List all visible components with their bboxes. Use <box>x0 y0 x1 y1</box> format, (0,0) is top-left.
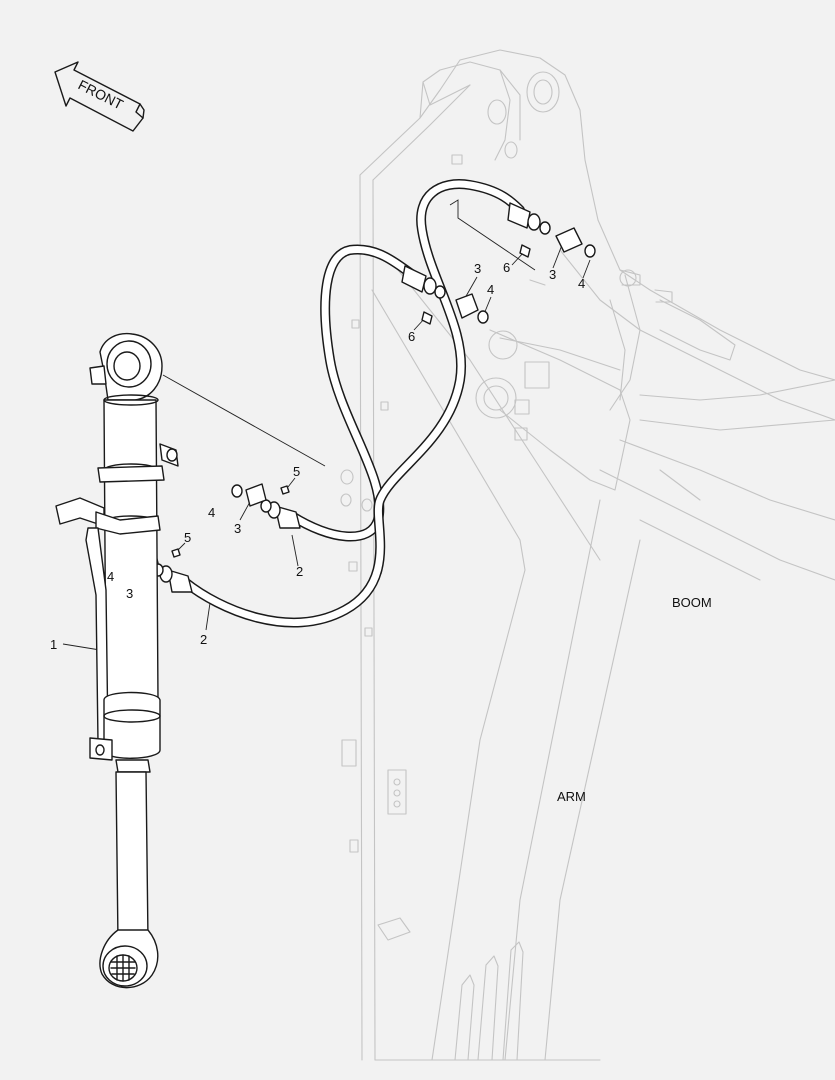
callout-3-cyl-upper: 3 <box>234 521 241 536</box>
callout-5-lower: 5 <box>184 530 191 545</box>
hose-assemblies <box>180 179 525 628</box>
front-direction-arrow: FRONT <box>54 61 145 132</box>
callout-3-arm-rear: 3 <box>549 267 556 282</box>
front-label: FRONT <box>76 76 127 112</box>
callout-2-lower: 2 <box>200 632 207 647</box>
callout-4-arm-front: 4 <box>487 282 494 297</box>
callout-6-rear: 6 <box>503 260 510 275</box>
callout-3-arm-front: 3 <box>474 261 481 276</box>
callout-3-cyl-lower: 3 <box>126 586 133 601</box>
callout-1: 1 <box>50 637 57 652</box>
boom-label: BOOM <box>672 595 712 610</box>
arm-label: ARM <box>557 789 586 804</box>
bucket-cylinder <box>55 332 179 989</box>
flanges-orings-bolts <box>122 227 596 570</box>
callout-4-cyl-upper: 4 <box>208 505 215 520</box>
callout-6-front: 6 <box>408 329 415 344</box>
callout-4-cyl-lower: 4 <box>107 569 114 584</box>
callouts: 1 2 2 3 3 3 3 4 4 4 4 5 5 6 6 <box>50 260 585 652</box>
boom-arm-structure <box>340 49 835 1061</box>
callout-4-arm-rear: 4 <box>578 276 585 291</box>
callout-2-upper: 2 <box>296 564 303 579</box>
callout-5-upper: 5 <box>293 464 300 479</box>
hose-fittings <box>152 202 551 593</box>
